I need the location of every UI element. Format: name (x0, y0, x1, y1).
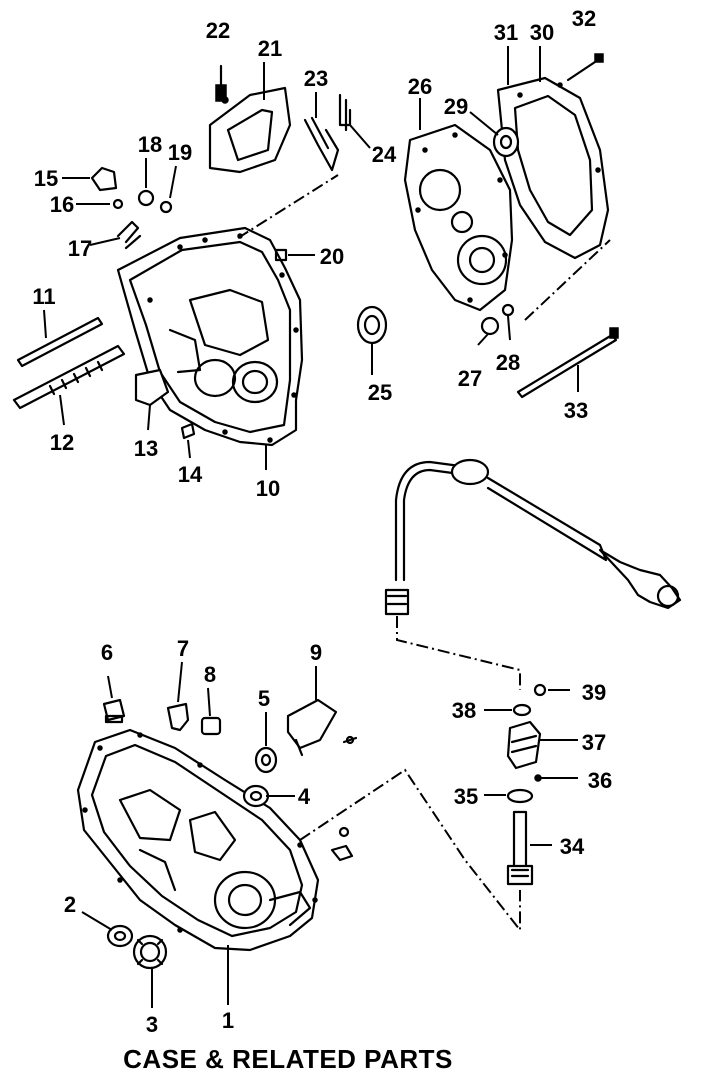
switch-7 (166, 702, 190, 732)
callout-21: 21 (258, 36, 282, 61)
callout-9: 9 (310, 640, 322, 665)
bolt-32 (566, 53, 604, 82)
ring-19 (159, 200, 173, 214)
callout-30: 30 (530, 20, 554, 45)
callout-12: 12 (50, 430, 74, 455)
assembly-line-3 (396, 616, 521, 690)
rear-case-26 (403, 123, 514, 312)
pin-16 (112, 198, 124, 210)
callout-35: 35 (454, 784, 478, 809)
callout-15: 15 (34, 166, 58, 191)
cap-8 (200, 716, 222, 736)
leader-lines (43, 46, 579, 1008)
callout-27: 27 (458, 366, 482, 391)
gear-3 (132, 934, 168, 970)
callout-38: 38 (452, 698, 476, 723)
main-case-1 (76, 728, 320, 952)
callout-25: 25 (368, 380, 392, 405)
bolt-33 (516, 327, 619, 399)
callouts: 1 2 3 4 5 6 7 8 9 10 11 12 13 14 15 16 1… (32, 6, 612, 1037)
callout-19: 19 (168, 140, 192, 165)
callout-34: 34 (560, 834, 585, 859)
case-housing-10 (116, 226, 304, 447)
seal-27 (480, 316, 500, 336)
callout-17: 17 (68, 236, 92, 261)
callout-36: 36 (588, 768, 612, 793)
callout-22: 22 (206, 18, 230, 43)
callout-32: 32 (572, 6, 596, 31)
callout-5: 5 (258, 686, 270, 711)
callout-6: 6 (101, 640, 113, 665)
o-ring-35 (506, 788, 534, 804)
rear-cover-30 (496, 76, 610, 260)
callout-24: 24 (372, 142, 397, 167)
clip-23 (303, 116, 340, 172)
callout-29: 29 (444, 94, 468, 119)
plug-20 (274, 248, 288, 262)
magnet-14 (180, 422, 196, 440)
plug-28 (501, 303, 515, 317)
callout-28: 28 (496, 350, 520, 375)
plug-15 (90, 166, 118, 192)
assembly-line-4 (299, 768, 521, 933)
washer-38 (512, 703, 532, 717)
seal-18 (137, 189, 155, 207)
callout-2: 2 (64, 892, 76, 917)
callout-14: 14 (178, 462, 203, 487)
callout-1: 1 (222, 1008, 234, 1033)
diagram-caption: CASE & RELATED PARTS (123, 1044, 453, 1074)
callout-39: 39 (582, 680, 606, 705)
plug-6 (102, 698, 126, 724)
seal-2 (106, 924, 134, 948)
seal-4 (242, 784, 270, 808)
callout-13: 13 (134, 436, 158, 461)
callout-20: 20 (320, 244, 344, 269)
seal-25 (356, 305, 388, 345)
callout-8: 8 (204, 662, 216, 687)
fork-13 (134, 368, 170, 407)
sleeve-37 (506, 720, 542, 770)
callout-31: 31 (494, 20, 518, 45)
assembly-line (237, 174, 339, 239)
wire-24 (338, 93, 352, 132)
bushing-5 (254, 746, 278, 774)
callout-26: 26 (408, 74, 432, 99)
callout-23: 23 (304, 66, 328, 91)
callout-10: 10 (256, 476, 280, 501)
speedometer-cable (384, 458, 682, 616)
assembly-line-2 (524, 239, 611, 321)
callout-37: 37 (582, 730, 606, 755)
loose-bits (330, 826, 354, 862)
callout-16: 16 (50, 192, 74, 217)
callout-7: 7 (177, 636, 189, 661)
callout-33: 33 (564, 398, 588, 423)
shift-rail-11 (16, 316, 104, 368)
callout-18: 18 (138, 132, 162, 157)
shaft-12 (12, 344, 126, 410)
callout-3: 3 (146, 1012, 158, 1037)
bracket-9 (286, 698, 358, 757)
callout-4: 4 (298, 784, 311, 809)
callout-11: 11 (32, 284, 55, 309)
seal-29 (492, 126, 520, 158)
clip-17 (116, 220, 142, 250)
bolt-22 (215, 64, 227, 102)
clip-39 (533, 683, 547, 697)
gear-34 (506, 810, 534, 886)
